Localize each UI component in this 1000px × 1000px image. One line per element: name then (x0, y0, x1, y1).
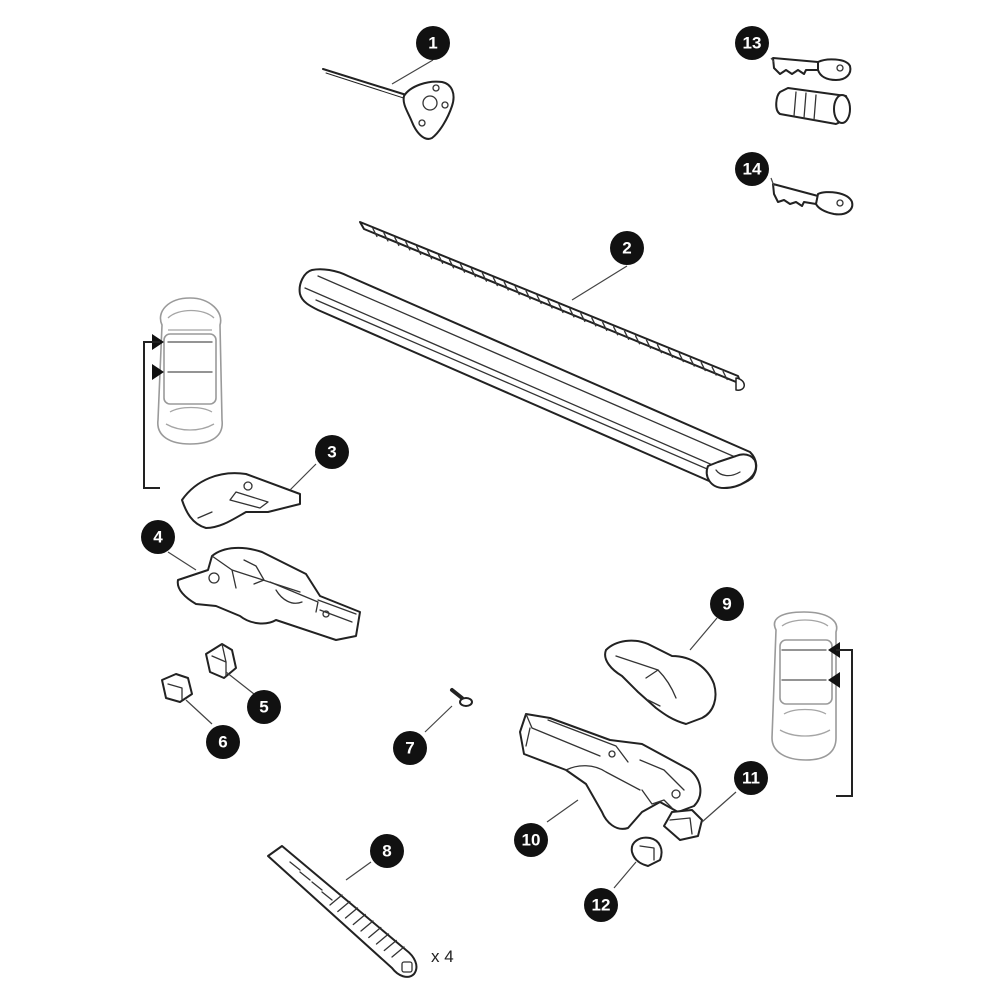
leader-lines (167, 57, 775, 889)
callout-3: 3 (315, 435, 349, 469)
callout-6-label: 6 (218, 733, 227, 752)
callout-11-label: 11 (742, 769, 760, 788)
callout-3-label: 3 (327, 443, 336, 462)
callout-14: 14 (735, 152, 769, 186)
callout-10: 10 (514, 823, 548, 857)
part-9-cover (604, 639, 717, 725)
callout-7: 7 (393, 731, 427, 765)
part-14-key (772, 183, 854, 216)
callout-1: 1 (416, 26, 450, 60)
part-5-clip (205, 643, 237, 679)
part-4-foot-left (176, 546, 361, 641)
part-11-clip (663, 809, 703, 841)
callout-1-label: 1 (428, 34, 437, 53)
callout-2-label: 2 (622, 239, 631, 258)
callout-9-label: 9 (722, 595, 731, 614)
callout-4-label: 4 (153, 528, 163, 547)
callout-14-label: 14 (743, 160, 762, 179)
callout-9: 9 (710, 587, 744, 621)
part-2-crossbar-and-strip (298, 221, 758, 489)
callout-13-label: 13 (743, 34, 762, 53)
callout-13: 13 (735, 26, 769, 60)
callout-6: 6 (206, 725, 240, 759)
callout-5: 5 (247, 690, 281, 724)
callout-11: 11 (734, 761, 768, 795)
part-8-strap (267, 845, 418, 978)
callout-10-label: 10 (522, 831, 541, 850)
callout-8: 8 (370, 834, 404, 868)
vehicle-outline-right (771, 611, 853, 797)
part-7-screw (450, 688, 473, 707)
callout-8-label: 8 (382, 842, 391, 861)
part-12-clip (630, 836, 663, 867)
part-1-tool (322, 68, 455, 140)
part-10-foot-right (519, 713, 702, 830)
strap-quantity-label: x 4 (431, 947, 454, 966)
callout-7-label: 7 (405, 739, 414, 758)
callout-4: 4 (141, 520, 175, 554)
part-3-cover (181, 472, 301, 529)
part-13-key-and-lock (772, 57, 852, 125)
callout-12-label: 12 (592, 896, 611, 915)
callout-12: 12 (584, 888, 618, 922)
callout-5-label: 5 (259, 698, 268, 717)
part-6-clip (161, 673, 193, 703)
vehicle-outline-left (143, 297, 223, 489)
callout-2: 2 (610, 231, 644, 265)
